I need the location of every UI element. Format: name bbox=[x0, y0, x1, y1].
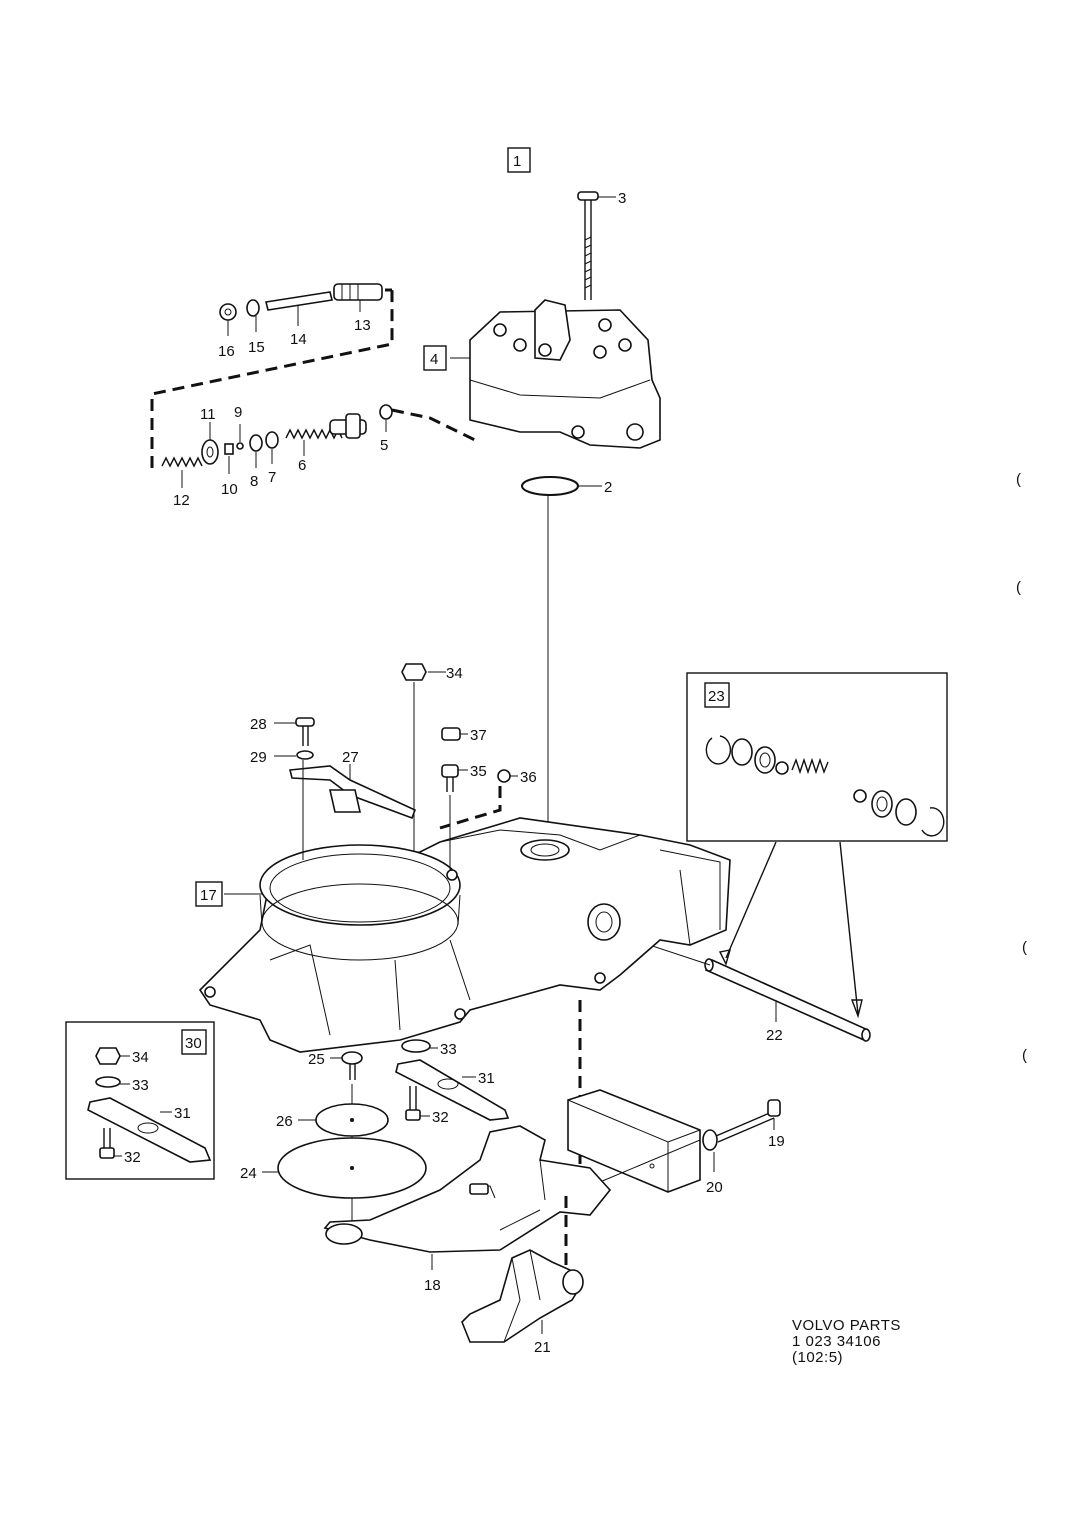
callout-13: 13 bbox=[354, 317, 371, 334]
callout-14: 14 bbox=[290, 331, 307, 348]
kit-23-panel[interactable]: 23 bbox=[686, 672, 948, 842]
callout-23: 23 bbox=[708, 688, 725, 705]
footer-brand: VOLVO PARTS bbox=[792, 1317, 901, 1334]
plunger[interactable] bbox=[329, 413, 367, 439]
callout-33: 33 bbox=[440, 1041, 457, 1058]
cap-37[interactable]: 37 bbox=[441, 727, 487, 744]
screw-3[interactable]: 3 bbox=[577, 190, 626, 300]
throttle-body-17[interactable]: 17 bbox=[195, 817, 731, 1053]
group-1-marker[interactable]: 1 bbox=[507, 147, 531, 173]
callout-33-box: 33 bbox=[132, 1077, 149, 1094]
washer-11[interactable]: 11 bbox=[200, 406, 219, 465]
bolt-guide-line bbox=[599, 1139, 701, 1183]
plate-31[interactable]: 31 bbox=[395, 1059, 510, 1121]
callout-31: 31 bbox=[478, 1070, 495, 1087]
washer-15[interactable]: 15 bbox=[246, 299, 265, 356]
callout-4: 4 bbox=[430, 351, 438, 368]
adjuster-13[interactable]: 13 bbox=[333, 283, 383, 334]
callout-21: 21 bbox=[534, 1339, 551, 1356]
callout-9: 9 bbox=[234, 404, 242, 421]
callout-27: 27 bbox=[342, 749, 359, 766]
margin-mark-2: ( bbox=[1016, 579, 1021, 596]
footer-number: 1 023 34106 bbox=[792, 1333, 881, 1350]
callout-29: 29 bbox=[250, 749, 267, 766]
callout-8: 8 bbox=[250, 473, 258, 490]
parts-reference-footer: VOLVO PARTS 1 023 34106 (102:5) bbox=[792, 1318, 992, 1366]
callout-12: 12 bbox=[173, 492, 190, 509]
callout-7: 7 bbox=[268, 469, 276, 486]
margin-mark-1: ( bbox=[1016, 471, 1021, 488]
bolt-19[interactable]: 19 20 bbox=[702, 1099, 785, 1196]
callout-19: 19 bbox=[768, 1133, 785, 1150]
callout-5: 5 bbox=[380, 437, 388, 454]
margin-mark-4: ( bbox=[1022, 1047, 1027, 1064]
callout-24: 24 bbox=[240, 1165, 257, 1182]
callout-10: 10 bbox=[221, 481, 238, 498]
footer-ref: (102:5) bbox=[792, 1349, 844, 1366]
callout-37: 37 bbox=[470, 727, 487, 744]
kit-30-panel[interactable]: 30 34 33 31 32 bbox=[65, 1021, 215, 1180]
control-housing-4[interactable]: 4 bbox=[423, 299, 661, 449]
ball-9[interactable]: 9 bbox=[234, 404, 244, 450]
nut-34-top[interactable]: 34 bbox=[401, 663, 463, 682]
callout-26: 26 bbox=[276, 1113, 293, 1130]
callout-17: 17 bbox=[200, 887, 217, 904]
bracket-21[interactable]: 21 bbox=[461, 1249, 584, 1356]
plug-36[interactable]: 36 bbox=[497, 769, 537, 786]
seal-5[interactable]: 5 bbox=[379, 404, 393, 454]
callout-31-box: 31 bbox=[174, 1105, 191, 1122]
screw-16[interactable]: 16 bbox=[218, 303, 237, 360]
callout-15: 15 bbox=[248, 339, 265, 356]
kit-arrow-2 bbox=[839, 841, 859, 1015]
screw-35[interactable]: 35 bbox=[441, 763, 487, 792]
margin-mark-3: ( bbox=[1022, 939, 1027, 956]
screw-32[interactable]: 32 bbox=[405, 1086, 449, 1126]
washer-7[interactable]: 7 bbox=[265, 431, 279, 486]
kit-arrow-2-head bbox=[850, 999, 863, 1019]
washer-8[interactable]: 8 bbox=[249, 434, 263, 490]
callout-20: 20 bbox=[706, 1179, 723, 1196]
callout-32: 32 bbox=[432, 1109, 449, 1126]
lever-arm-18[interactable]: 18 bbox=[323, 1125, 612, 1294]
seat-10[interactable]: 10 bbox=[221, 443, 238, 498]
callout-2: 2 bbox=[604, 479, 612, 496]
callout-34-top: 34 bbox=[446, 665, 463, 682]
diaphragm-24[interactable]: 24 bbox=[240, 1137, 427, 1199]
callout-32-box: 32 bbox=[124, 1149, 141, 1166]
screw-28[interactable]: 28 bbox=[250, 716, 315, 746]
block-20[interactable] bbox=[567, 1089, 701, 1193]
callout-11: 11 bbox=[200, 406, 216, 423]
washer-33[interactable]: 33 bbox=[401, 1039, 457, 1058]
o-ring-2[interactable]: 2 bbox=[521, 476, 612, 496]
callout-6: 6 bbox=[298, 457, 306, 474]
callout-18: 18 bbox=[424, 1277, 441, 1294]
callout-16: 16 bbox=[218, 343, 235, 360]
needle-14[interactable]: 14 bbox=[265, 291, 333, 348]
washer-26[interactable]: 26 bbox=[276, 1103, 389, 1137]
callout-1: 1 bbox=[513, 153, 521, 170]
callout-3: 3 bbox=[618, 190, 626, 207]
kit-arrow-1 bbox=[725, 841, 777, 959]
callout-35: 35 bbox=[470, 763, 487, 780]
callout-22: 22 bbox=[766, 1027, 783, 1044]
kit-arrow-1-head bbox=[718, 949, 731, 966]
subassembly-bracket bbox=[150, 288, 394, 468]
pin-22[interactable]: 22 bbox=[704, 958, 871, 1044]
lever-27[interactable]: 27 bbox=[288, 749, 417, 820]
plug-link bbox=[439, 786, 502, 830]
subassembly-link bbox=[391, 408, 476, 442]
washer-29[interactable]: 29 bbox=[250, 749, 314, 766]
callout-34-box: 34 bbox=[132, 1049, 149, 1066]
callout-36: 36 bbox=[520, 769, 537, 786]
callout-25: 25 bbox=[308, 1051, 325, 1068]
callout-28: 28 bbox=[250, 716, 267, 733]
spring-6[interactable]: 6 bbox=[285, 428, 343, 474]
spring-12[interactable]: 12 bbox=[161, 456, 203, 509]
screw-25[interactable]: 25 bbox=[308, 1051, 363, 1080]
callout-30: 30 bbox=[185, 1035, 202, 1052]
